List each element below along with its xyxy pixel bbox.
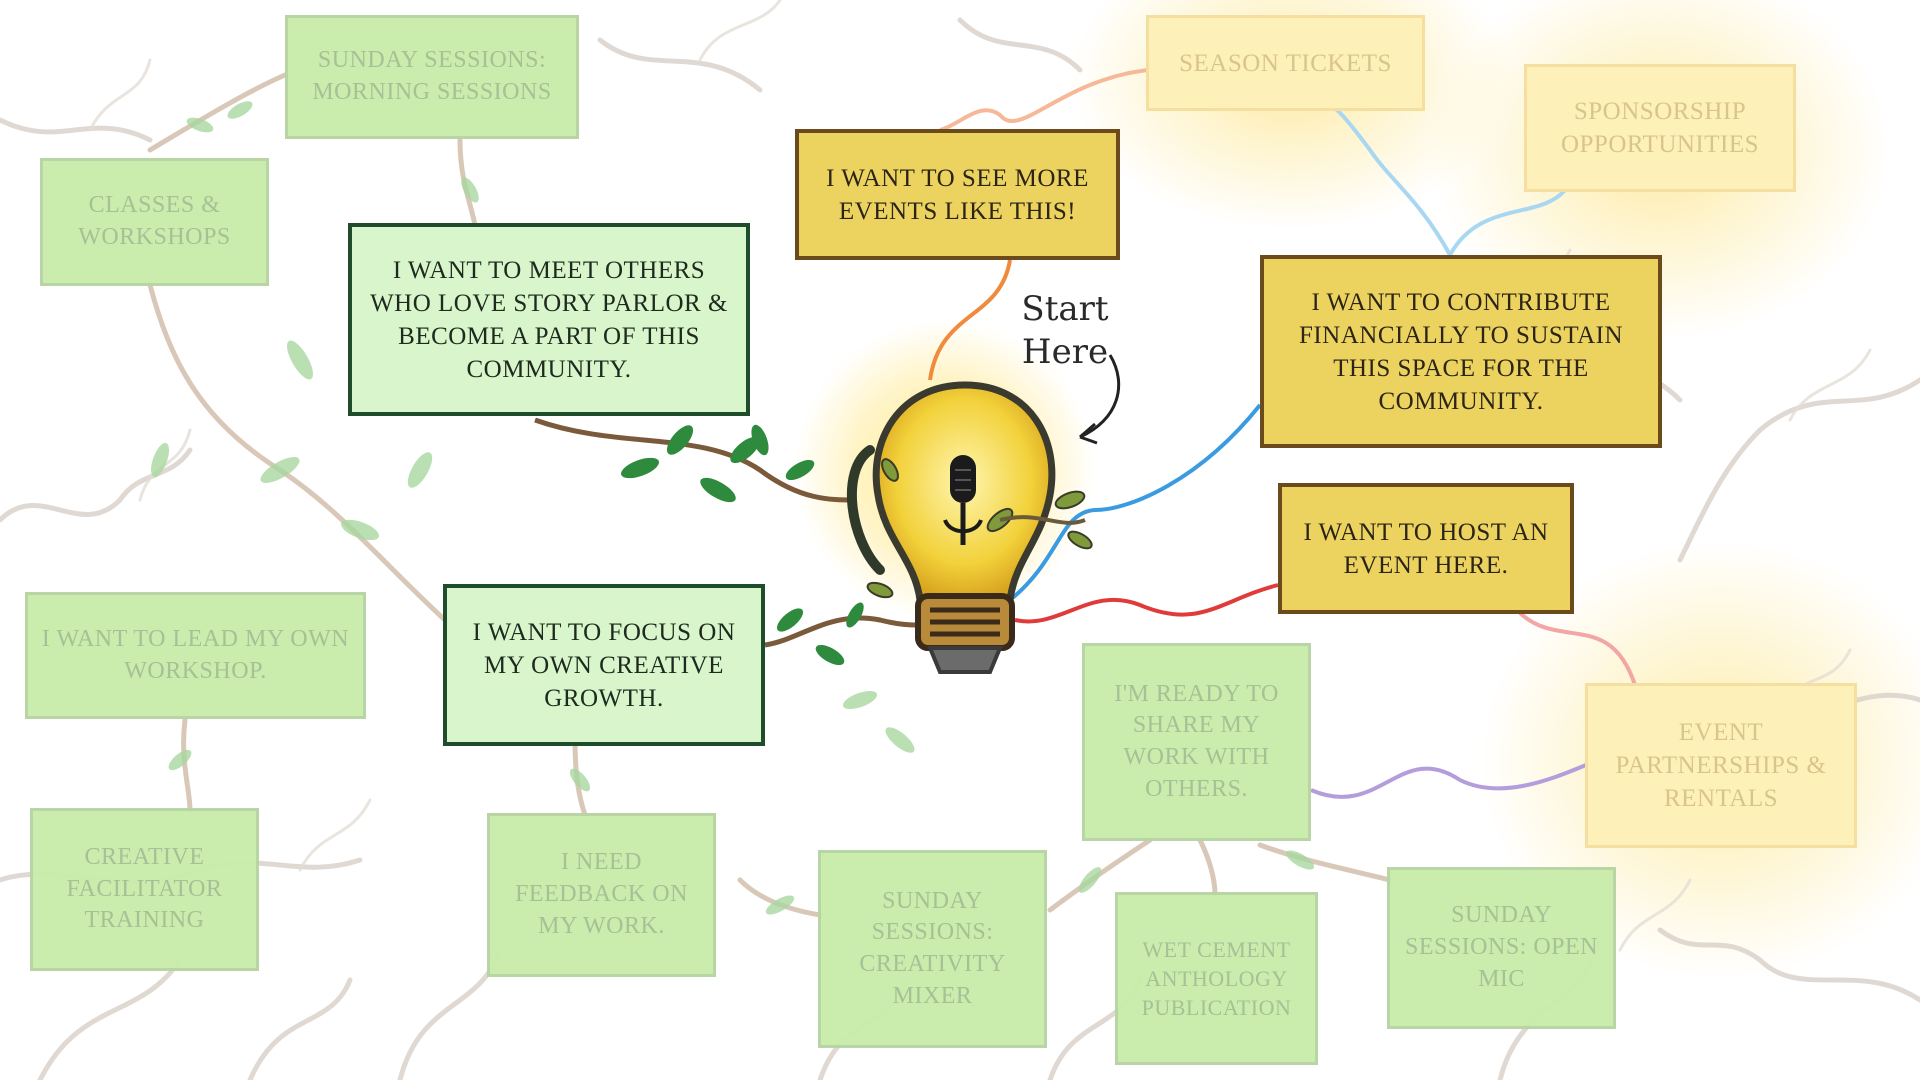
node-facilitator-training[interactable]: Creative Facilitator Training [30, 808, 259, 971]
node-contribute-financially[interactable]: I want to contribute financially to sust… [1260, 255, 1662, 448]
node-lead-workshop-text: I want to lead my own workshop. [38, 624, 353, 687]
node-creativity-mixer-text: Sunday Sessions: Creativity Mixer [831, 886, 1034, 1013]
node-facilitator-training-text: Creative Facilitator Training [43, 842, 246, 937]
node-share-work-text: I'm ready to share my work with others. [1095, 679, 1298, 806]
node-creative-growth-text: I want to focus on my own creative growt… [457, 616, 751, 715]
node-host-event-text: I want to host an event here. [1292, 516, 1560, 582]
node-classes-workshops-text: Classes & Workshops [53, 190, 256, 253]
node-event-partnerships[interactable]: Event Partnerships & Rentals [1585, 683, 1857, 848]
node-share-work[interactable]: I'm ready to share my work with others. [1082, 643, 1311, 841]
node-sponsorship-text: Sponsorship Opportunities [1537, 95, 1783, 161]
node-need-feedback[interactable]: I need feedback on my work. [487, 813, 716, 977]
node-need-feedback-text: I need feedback on my work. [500, 847, 703, 942]
node-classes-workshops[interactable]: Classes & Workshops [40, 158, 269, 286]
node-event-partnerships-text: Event Partnerships & Rentals [1598, 716, 1844, 815]
node-contribute-financially-text: I want to contribute financially to sust… [1274, 286, 1648, 418]
node-meet-community[interactable]: I want to meet others who love Story Par… [348, 223, 750, 416]
node-lead-workshop[interactable]: I want to lead my own workshop. [25, 592, 366, 719]
node-season-tickets[interactable]: Season Tickets [1146, 15, 1425, 111]
node-creative-growth[interactable]: I want to focus on my own creative growt… [443, 584, 765, 746]
node-see-more-events[interactable]: I want to see more events like this! [795, 129, 1120, 260]
node-sponsorship[interactable]: Sponsorship Opportunities [1524, 64, 1796, 192]
node-creativity-mixer[interactable]: Sunday Sessions: Creativity Mixer [818, 850, 1047, 1048]
node-meet-community-text: I want to meet others who love Story Par… [362, 254, 736, 386]
node-open-mic-text: Sunday Sessions: Open Mic [1400, 900, 1603, 995]
node-sunday-morning-sessions[interactable]: Sunday Sessions: Morning Sessions [285, 15, 579, 139]
node-host-event[interactable]: I want to host an event here. [1278, 483, 1574, 614]
node-open-mic[interactable]: Sunday Sessions: Open Mic [1387, 867, 1616, 1029]
node-wet-cement[interactable]: Wet Cement Anthology Publication [1115, 892, 1318, 1065]
node-wet-cement-text: Wet Cement Anthology Publication [1128, 935, 1305, 1022]
node-see-more-events-text: I want to see more events like this! [809, 162, 1106, 228]
node-season-tickets-text: Season Tickets [1179, 47, 1392, 80]
node-sunday-morning-sessions-text: Sunday Sessions: Morning Sessions [298, 45, 566, 108]
